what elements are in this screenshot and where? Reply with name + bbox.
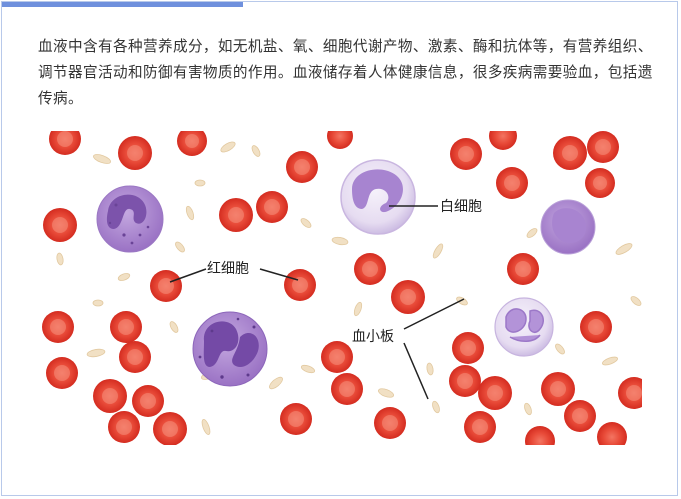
platelet [630, 296, 642, 306]
red-blood-cell [42, 311, 74, 343]
red-blood-cell [256, 191, 288, 223]
red-cell-leader-left [169, 268, 207, 283]
platelet [426, 362, 434, 376]
red-blood-cell [496, 167, 528, 199]
red-blood-cell [331, 373, 363, 405]
red-blood-cell [93, 379, 127, 413]
platelet-leader-lower [403, 342, 429, 400]
red-blood-cell [119, 341, 151, 373]
red-blood-cell [597, 422, 627, 445]
red-blood-cell [564, 400, 596, 432]
accent-bar [2, 2, 243, 7]
platelet [602, 356, 618, 366]
red-blood-cell [280, 403, 312, 435]
platelet [331, 236, 349, 246]
platelet [615, 243, 633, 255]
red-blood-cell [464, 411, 496, 443]
red-blood-cell [110, 311, 142, 343]
label-red-blood-cell: 红细胞 [207, 261, 249, 277]
red-blood-cells [42, 131, 642, 445]
platelet [353, 301, 363, 317]
platelet [194, 179, 206, 187]
platelet [432, 400, 440, 414]
platelet [555, 343, 565, 355]
platelet [251, 145, 261, 157]
platelet [456, 296, 468, 306]
red-blood-cell [108, 411, 140, 443]
platelet [524, 402, 532, 416]
red-blood-cell [49, 131, 81, 155]
red-blood-cell [391, 280, 425, 314]
red-blood-cell [449, 365, 481, 397]
platelet [377, 388, 395, 398]
granulocyte-top-left [96, 185, 164, 253]
red-blood-cell [618, 377, 642, 409]
platelet [169, 321, 179, 333]
red-blood-cell [286, 151, 318, 183]
granulocyte-center [192, 311, 268, 387]
platelet [56, 252, 64, 266]
red-blood-cell [321, 341, 353, 373]
red-blood-cell [507, 253, 539, 285]
red-blood-cell [452, 332, 484, 364]
label-leader-lines [169, 205, 465, 400]
red-blood-cell [489, 131, 517, 150]
platelet [526, 228, 538, 238]
red-blood-cell [150, 270, 182, 302]
red-blood-cell [587, 131, 619, 163]
red-blood-cell [132, 385, 164, 417]
platelet [432, 243, 444, 259]
platelets [56, 141, 642, 435]
red-blood-cell [354, 253, 386, 285]
white-blood-cell-right [540, 199, 596, 255]
red-blood-cell [219, 198, 253, 232]
red-blood-cell [541, 372, 575, 406]
platelet [220, 141, 236, 153]
white-blood-cell-platelet-right [494, 297, 554, 357]
red-blood-cell [153, 412, 187, 445]
red-blood-cell [43, 208, 77, 242]
platelet [201, 419, 211, 435]
blood-cells-illustration: 白细胞 红细胞 血小板 [42, 131, 642, 445]
label-platelet: 血小板 [352, 329, 394, 345]
red-blood-cell [525, 426, 555, 445]
platelet [117, 273, 131, 281]
red-blood-cell [118, 136, 152, 170]
article-paragraph: 血液中含有各种营养成分，如无机盐、氧、细胞代谢产物、激素、酶和抗体等，有营养组织… [38, 38, 653, 107]
red-blood-cell [478, 376, 512, 410]
platelet [175, 241, 185, 253]
white-blood-cell-large [340, 159, 416, 235]
red-blood-cell [177, 131, 207, 156]
red-blood-cell [327, 131, 353, 149]
label-white-blood-cell: 白细胞 [440, 199, 482, 215]
platelet-leader-upper [403, 298, 465, 330]
red-blood-cell [46, 357, 78, 389]
red-cell-leader-right [259, 268, 299, 281]
red-blood-cell [284, 269, 316, 301]
red-blood-cell [553, 136, 587, 170]
platelet [300, 218, 312, 228]
red-blood-cell [450, 138, 482, 170]
platelet [92, 299, 104, 307]
red-blood-cell [580, 311, 612, 343]
red-blood-cell [585, 168, 615, 198]
platelet [93, 154, 111, 164]
platelet [86, 348, 106, 358]
red-blood-cell [374, 407, 406, 439]
platelet [300, 364, 316, 374]
platelet [185, 205, 195, 221]
platelet [269, 376, 283, 390]
